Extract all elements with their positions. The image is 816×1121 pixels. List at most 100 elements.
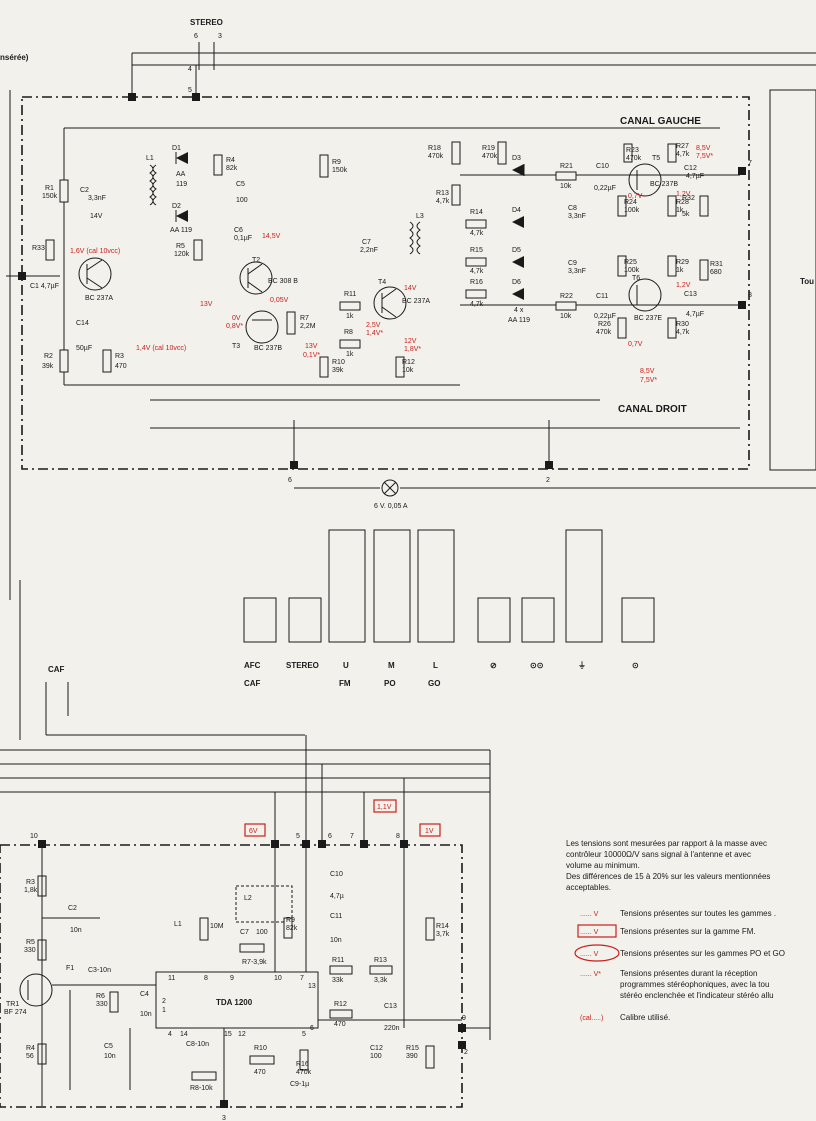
svg-text:TR1: TR1 <box>6 1001 19 1008</box>
stereo-switch-label: STEREO <box>190 18 223 27</box>
svg-text:C5: C5 <box>104 1043 113 1050</box>
svg-text:100: 100 <box>256 929 268 936</box>
svg-text:7: 7 <box>748 160 752 167</box>
svg-text:10: 10 <box>30 833 38 840</box>
voltage-7: 0,8V* <box>226 323 243 330</box>
t4-type: BC 237A <box>402 298 430 305</box>
svg-text:39k: 39k <box>332 367 344 374</box>
svg-text:100k: 100k <box>624 267 640 274</box>
diode-d6: D64 xAA 119 <box>508 279 530 324</box>
svg-text:330: 330 <box>96 1001 108 1008</box>
lower-module-border <box>0 844 463 1108</box>
legend-text-3: Tensions présentes sur les gammes PO et … <box>620 949 785 958</box>
svg-text:6: 6 <box>194 33 198 40</box>
switch-9-label: ⊙ <box>632 661 639 670</box>
note-line-4: Des différences de 15 à 20% sur les vale… <box>566 872 770 881</box>
switch-afc-label: AFC <box>244 661 261 670</box>
svg-text:3,7k: 3,7k <box>436 931 450 938</box>
svg-text:2: 2 <box>464 1049 468 1056</box>
svg-text:C7: C7 <box>240 929 249 936</box>
svg-text:4,7k: 4,7k <box>470 268 484 275</box>
svg-text:R16: R16 <box>296 1061 309 1068</box>
svg-text:C9: C9 <box>568 260 577 267</box>
diode-d4: D4 <box>512 207 524 228</box>
svg-text:R19: R19 <box>482 145 495 152</box>
transistor-t4: T4 BC 237A <box>373 279 430 320</box>
svg-text:R8: R8 <box>344 329 353 336</box>
voltage-11: 2,5V <box>366 322 381 329</box>
legend-marker-4: ...... V* <box>580 971 601 978</box>
svg-text:C9-1µ: C9-1µ <box>290 1081 309 1088</box>
svg-text:1k: 1k <box>346 313 354 320</box>
svg-text:R11: R11 <box>332 957 344 964</box>
legend: ...... V Tensions présentes sur toutes l… <box>574 909 785 1022</box>
svg-text:R3: R3 <box>26 879 35 886</box>
voltage-17: 0,7V <box>628 193 643 200</box>
svg-text:R32: R32 <box>682 195 695 202</box>
svg-text:R3: R3 <box>115 353 124 360</box>
note-line-3: volume au minimum. <box>566 861 640 870</box>
svg-text:50µF: 50µF <box>76 345 92 352</box>
t6-type: BC 237E <box>634 315 662 322</box>
svg-text:8: 8 <box>396 833 400 840</box>
svg-text:4: 4 <box>168 1031 172 1038</box>
legend-text-4: Tensions présentes durant la réception <box>620 969 757 978</box>
svg-text:10M: 10M <box>210 923 224 930</box>
svg-text:T6: T6 <box>632 275 640 282</box>
svg-text:3,3nF: 3,3nF <box>568 268 586 275</box>
svg-text:R30: R30 <box>676 321 689 328</box>
svg-text:1k: 1k <box>346 351 354 358</box>
switch-6-label: ⊘ <box>490 661 497 670</box>
legend-marker-2: ...... V <box>580 929 599 936</box>
caf-switch-label: CAF <box>48 665 65 674</box>
voltage-4: 14,5V <box>262 233 281 240</box>
voltage-15: 8,5V <box>696 145 711 152</box>
switch-fm-label: FM <box>339 679 351 688</box>
svg-text:15: 15 <box>224 1031 232 1038</box>
voltage-6: 0V <box>232 315 241 322</box>
svg-text:3,3nF: 3,3nF <box>568 213 586 220</box>
svg-text:AA: AA <box>176 171 186 178</box>
svg-text:150k: 150k <box>42 193 58 200</box>
svg-text:10n: 10n <box>104 1053 116 1060</box>
svg-text:C14: C14 <box>76 320 89 327</box>
svg-text:R23: R23 <box>626 147 639 154</box>
voltage-14: 1,8V* <box>404 346 421 353</box>
svg-text:0,22µF: 0,22µF <box>594 313 616 320</box>
diode-d5: D5 <box>512 247 524 268</box>
tr1-type: BF 274 <box>4 1009 27 1016</box>
svg-text:0,22µF: 0,22µF <box>594 185 616 192</box>
svg-text:470k: 470k <box>428 153 444 160</box>
svg-text:R29: R29 <box>676 259 689 266</box>
svg-text:6: 6 <box>310 1025 314 1032</box>
svg-text:33k: 33k <box>332 977 344 984</box>
svg-text:82k: 82k <box>226 165 238 172</box>
voltage-lower-3: 1V <box>425 828 434 835</box>
svg-text:C1 4,7µF: C1 4,7µF <box>30 283 59 290</box>
svg-text:3,3nF: 3,3nF <box>88 195 106 202</box>
svg-text:R9: R9 <box>286 917 295 924</box>
svg-text:R31: R31 <box>710 261 723 268</box>
switch-po-label: PO <box>384 679 396 688</box>
svg-text:470k: 470k <box>626 155 642 162</box>
svg-text:C6: C6 <box>234 227 243 234</box>
switch-caf-label: CAF <box>244 679 261 688</box>
legend-text-1: Tensions présentes sur toutes les gammes… <box>620 909 776 918</box>
svg-text:AA 119: AA 119 <box>170 227 192 234</box>
svg-text:D5: D5 <box>512 247 521 254</box>
svg-text:4,7k: 4,7k <box>436 198 450 205</box>
svg-text:R7: R7 <box>300 315 309 322</box>
svg-text:5: 5 <box>296 833 300 840</box>
svg-text:5: 5 <box>302 1031 306 1038</box>
svg-text:R4: R4 <box>26 1045 35 1052</box>
transistor-t6: T6 BC 237E <box>628 275 662 322</box>
svg-text:C4: C4 <box>140 991 149 998</box>
svg-text:100: 100 <box>236 197 248 204</box>
legend-text-2: Tensions présentes sur la gamme FM. <box>620 927 756 936</box>
svg-text:R5: R5 <box>176 243 185 250</box>
note-line-5: acceptables. <box>566 883 611 892</box>
svg-text:R4: R4 <box>226 157 235 164</box>
svg-text:4,7k: 4,7k <box>676 151 690 158</box>
